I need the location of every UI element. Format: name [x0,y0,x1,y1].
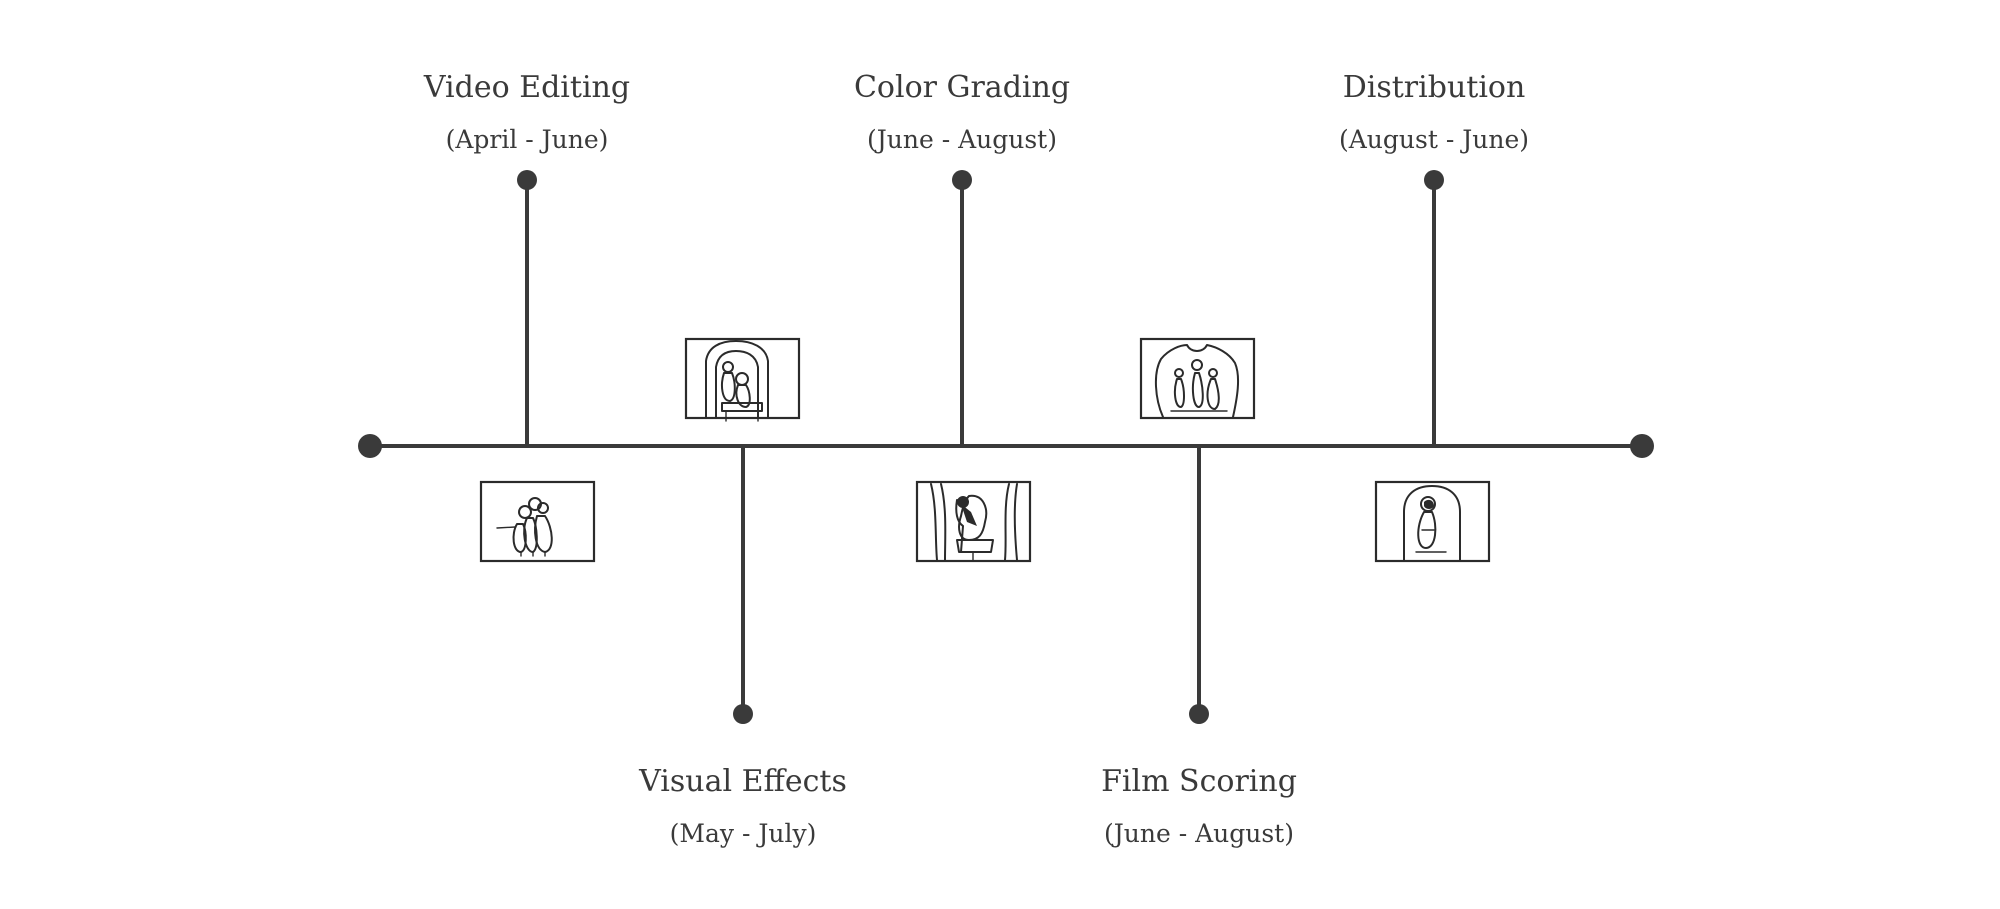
milestone-dot [1189,704,1209,724]
storyboard-arch-figures-icon [684,337,801,422]
storyboard-group-icon [479,480,596,563]
milestone-film-scoring: Film Scoring (June - August) [1101,446,1297,848]
storyboard-doorway-figure-icon [1374,480,1491,563]
milestone-period: (August - June) [1339,125,1529,154]
storyboard-three-figures-icon [1139,337,1256,420]
milestone-period: (June - August) [1104,819,1294,848]
milestone-color-grading: Color Grading (June - August) [854,70,1070,446]
milestone-title: Visual Effects [638,764,847,799]
milestone-dot [517,170,537,190]
milestone-title: Video Editing [423,70,630,105]
milestone-title: Distribution [1343,70,1526,105]
milestone-title: Color Grading [854,70,1070,105]
timeline-start-dot [358,434,382,458]
milestone-dot [1424,170,1444,190]
storyboard-curtain-figure-icon [915,480,1032,563]
milestone-distribution: Distribution (August - June) [1339,70,1529,446]
milestone-video-editing: Video Editing (April - June) [423,70,630,446]
timeline-end-dot [1630,434,1654,458]
milestone-dot [733,704,753,724]
milestone-visual-effects: Visual Effects (May - July) [638,446,847,848]
milestone-period: (May - July) [670,819,817,848]
milestone-title: Film Scoring [1101,764,1297,799]
milestone-period: (April - June) [446,125,609,154]
milestone-period: (June - August) [867,125,1057,154]
milestone-dot [952,170,972,190]
